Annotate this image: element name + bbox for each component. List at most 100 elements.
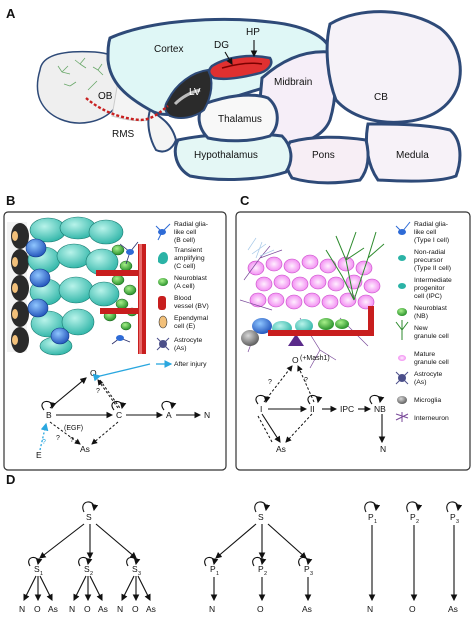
node-c-ii: II	[310, 404, 315, 414]
d1-s3: S	[132, 564, 138, 574]
label-thalamus: Thalamus	[218, 114, 262, 125]
legend-c-entry-2-line-2: precursor	[414, 257, 443, 264]
d1-s3-sub: 3	[138, 571, 141, 577]
label-dg: DG	[214, 40, 229, 51]
d2-p3: P	[304, 564, 310, 574]
rms-path	[85, 97, 169, 122]
node-c-nb: NB	[374, 404, 386, 414]
label-hp: HP	[246, 27, 260, 38]
d3-out-1: N	[367, 604, 373, 614]
astrocyte-c-icon	[395, 371, 409, 385]
region-medula	[364, 122, 462, 183]
legend-c-entry-8-line-1: Microglia	[414, 397, 441, 404]
model-d3: P 1 P 2 P 3 N O As	[364, 501, 463, 614]
d3-p1-sub: 1	[374, 519, 377, 525]
legend-b-entry-6-line-2: (As)	[174, 345, 186, 352]
legend-c-entry-1-line-3: (Type I cell)	[414, 237, 449, 244]
d3-out-2: O	[409, 604, 416, 614]
legend-c-entry-4: Neuroblast(NB)	[414, 305, 447, 320]
d1-out-3: As	[48, 604, 58, 614]
panel-letter-a: A	[6, 6, 16, 21]
legend-c	[395, 221, 411, 422]
panel-d: D S S 1 S 2 S 3 N O	[6, 472, 463, 614]
legend-c-entry-3-line-3: cell (IPC)	[414, 293, 442, 300]
d1-s1-sub: 1	[40, 571, 43, 577]
legend-c-entry-3-line-1: Intermediate	[414, 277, 452, 284]
astrocyte-icon	[156, 337, 170, 351]
lineage-b: O B C A N E As (EGF) ? ? ? ?	[36, 363, 210, 460]
q-b4: ?	[70, 437, 74, 444]
legend-c-entry-3-line-2: progenitor	[414, 285, 445, 292]
q-c2: ?	[304, 377, 308, 384]
legend-b-entry-6: Astrocyte(As)	[174, 337, 203, 352]
legend-c-entry-9-line-1: Interneuron	[414, 415, 449, 422]
label-mash1: (+Mash1)	[300, 355, 330, 362]
d2-p3-sub: 3	[310, 571, 313, 577]
legend-b-entry-1-line-2: like cell	[174, 229, 197, 236]
legend-b-entry-1-line-3: (B cell)	[174, 237, 195, 244]
blood-vessel-c	[268, 306, 374, 336]
node-c: C	[116, 410, 122, 420]
legend-b-entry-2-line-3: (C cell)	[174, 263, 196, 270]
d1-out-4: N	[69, 604, 75, 614]
panel-letter-b: B	[6, 193, 15, 208]
astro-lines-c	[247, 237, 275, 259]
label-medula: Medula	[396, 150, 429, 161]
node-c-o: O	[292, 355, 299, 365]
legend-c-entry-1: Radial glia-like cell(Type I cell)	[414, 221, 449, 244]
d2-out-2: O	[257, 604, 264, 614]
type-ii-cell-icon	[398, 255, 406, 261]
d2-p2-sub: 2	[264, 571, 267, 577]
mature-granule-icon	[398, 355, 406, 361]
d1-out-8: O	[132, 604, 139, 614]
lineage-c: O (+Mash1) I II IPC NB N As ? ?	[255, 355, 386, 454]
d1-s: S	[86, 512, 92, 522]
d3-out-3: As	[448, 604, 458, 614]
ob-cells	[57, 57, 104, 91]
legend-c-entry-7-line-1: Astrocyte	[414, 371, 443, 378]
d2-s: S	[258, 512, 264, 522]
legend-c-entry-8: Microglia	[414, 397, 441, 404]
node-c-i: I	[260, 404, 262, 414]
legend-c-entry-9: Interneuron	[414, 415, 449, 422]
model-d1: S S 1 S 2 S 3 N O As N	[19, 501, 156, 614]
panel-b: B	[3, 193, 227, 471]
neuroblast-icon	[158, 278, 168, 286]
legend-c-entry-1-line-1: Radial glia-	[414, 221, 448, 228]
d3-p3-sub: 3	[456, 519, 459, 525]
a-cells	[103, 244, 138, 331]
legend-b-entry-2-line-1: Transient	[174, 247, 202, 254]
d3-p2: P	[410, 512, 416, 522]
legend-c-entry-6-line-1: Mature	[414, 351, 435, 358]
panel-c-frame	[235, 211, 471, 471]
legend-c-entry-6-line-2: granule cell	[414, 359, 449, 366]
q-b1: ?	[96, 388, 100, 395]
d3-p3: P	[450, 512, 456, 522]
legend-b	[155, 223, 173, 368]
label-pons: Pons	[312, 150, 335, 161]
legend-b-entry-4-line-1: Blood	[174, 295, 192, 302]
node-a: A	[166, 410, 172, 420]
legend-b-entry-7: After injury	[174, 361, 207, 368]
d1-out-1: N	[19, 604, 25, 614]
b-cells	[25, 238, 70, 345]
d1-s2-sub: 2	[90, 571, 93, 577]
label-midbrain: Midbrain	[274, 77, 312, 88]
node-n: N	[204, 410, 210, 420]
microglia-icon	[397, 396, 407, 404]
d1-s1: S	[34, 564, 40, 574]
node-o: O	[90, 368, 97, 378]
label-egf: (EGF)	[64, 425, 83, 432]
d2-p1: P	[210, 564, 216, 574]
d1-out-7: N	[117, 604, 123, 614]
d1-out-6: As	[98, 604, 108, 614]
node-e: E	[36, 450, 42, 460]
transient-amplifying-icon	[158, 252, 168, 265]
